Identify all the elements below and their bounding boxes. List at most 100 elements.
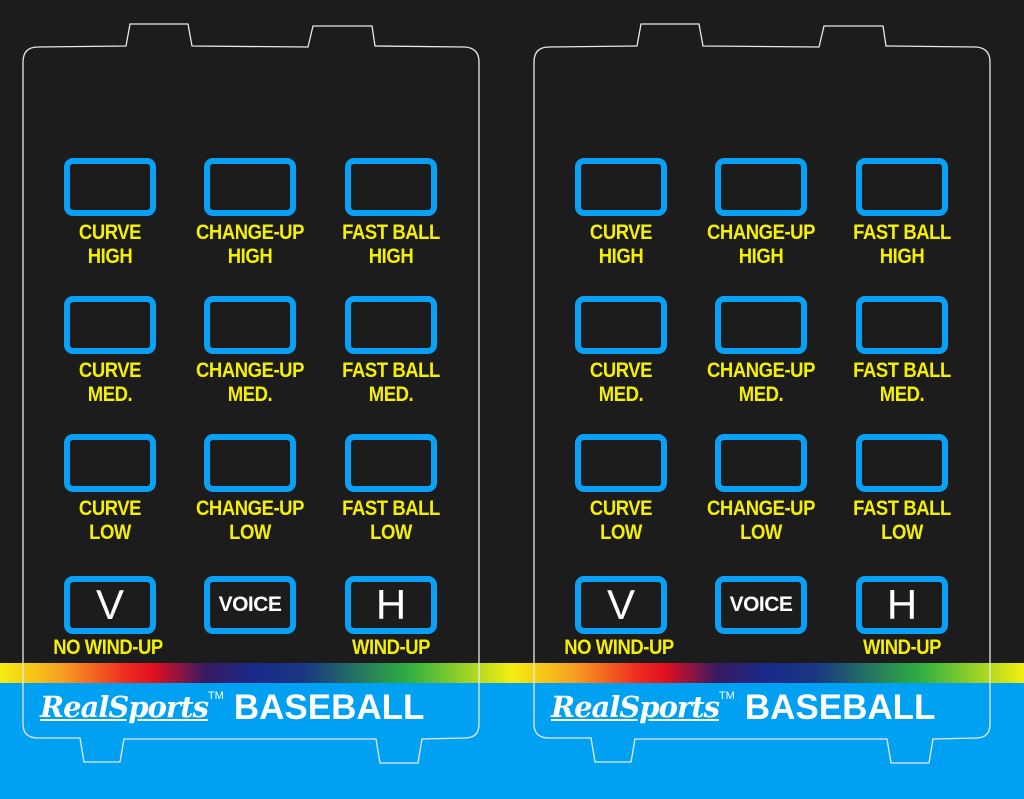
pitch-key[interactable] xyxy=(204,434,296,492)
pitch-key[interactable] xyxy=(575,434,667,492)
no-windup-label: NO WIND-UP xyxy=(564,636,674,659)
rainbow-stripe xyxy=(0,663,1024,683)
windup-label: WIND-UP xyxy=(351,636,431,659)
overlay-outline xyxy=(22,23,480,764)
label-line-2: HIGH xyxy=(738,245,784,268)
voice-key-label: VOICE xyxy=(218,593,282,616)
pitch-key[interactable] xyxy=(345,158,437,216)
windup-key[interactable]: H xyxy=(856,576,948,634)
game-logo: RealSportsTM BASEBALL xyxy=(551,686,936,727)
label-line-2: LOW xyxy=(370,521,412,544)
label-line-1: FAST BALL xyxy=(342,497,440,520)
windup-label: WIND-UP xyxy=(862,636,942,659)
game-title: BASEBALL xyxy=(744,688,936,727)
label-line-1: CURVE xyxy=(78,359,142,382)
h-key-label: H xyxy=(375,581,407,628)
game-logo: RealSportsTM BASEBALL xyxy=(40,686,425,727)
label-line-1: FAST BALL xyxy=(342,359,440,382)
trademark: TM xyxy=(207,690,224,702)
h-key-label: H xyxy=(886,581,918,628)
label-line-2: HIGH xyxy=(227,245,273,268)
no-windup-label: NO WIND-UP xyxy=(53,636,163,659)
label-line-1: FAST BALL xyxy=(342,221,440,244)
label-line-2: LOW xyxy=(881,521,923,544)
label-line-1: CHANGE-UP xyxy=(707,359,815,382)
label-line-1: CHANGE-UP xyxy=(707,221,815,244)
pitch-key[interactable] xyxy=(715,296,807,354)
label-line-2: LOW xyxy=(229,521,271,544)
windup-key[interactable]: H xyxy=(345,576,437,634)
label-line-2: MED. xyxy=(87,383,133,406)
pitch-key[interactable] xyxy=(64,434,156,492)
label-line-1: CHANGE-UP xyxy=(196,221,304,244)
voice-key-label: VOICE xyxy=(729,593,793,616)
brand-name: RealSports xyxy=(551,690,720,724)
brand-name: RealSports xyxy=(40,690,209,724)
label-line-2: HIGH xyxy=(368,245,414,268)
label-line-1: FAST BALL xyxy=(853,359,951,382)
pitch-key[interactable] xyxy=(345,296,437,354)
label-line-2: MED. xyxy=(738,383,784,406)
pitch-key[interactable] xyxy=(345,434,437,492)
label-line-2: MED. xyxy=(227,383,273,406)
label-line-2: LOW xyxy=(600,521,642,544)
v-key-label: V xyxy=(606,581,635,628)
pitch-key[interactable] xyxy=(575,296,667,354)
label-line-1: CURVE xyxy=(589,497,653,520)
label-line-1: CURVE xyxy=(589,221,653,244)
label-line-2: MED. xyxy=(879,383,925,406)
label-line-1: CHANGE-UP xyxy=(707,497,815,520)
pitch-key[interactable] xyxy=(204,296,296,354)
label-line-1: CURVE xyxy=(78,221,142,244)
overlay-outline xyxy=(533,23,991,764)
label-line-1: CHANGE-UP xyxy=(196,497,304,520)
voice-key[interactable]: VOICE xyxy=(715,576,807,634)
pitch-key[interactable] xyxy=(715,434,807,492)
voice-key[interactable]: VOICE xyxy=(204,576,296,634)
label-line-1: CURVE xyxy=(78,497,142,520)
game-title: BASEBALL xyxy=(233,688,425,727)
no-windup-key[interactable]: V xyxy=(64,576,156,634)
label-line-1: CURVE xyxy=(589,359,653,382)
label-line-2: LOW xyxy=(89,521,131,544)
label-line-2: HIGH xyxy=(879,245,925,268)
pitch-key[interactable] xyxy=(856,434,948,492)
v-key-label: V xyxy=(95,581,124,628)
trademark: TM xyxy=(718,690,735,702)
label-line-1: FAST BALL xyxy=(853,497,951,520)
label-line-1: CHANGE-UP xyxy=(196,359,304,382)
label-line-2: LOW xyxy=(740,521,782,544)
pitch-key[interactable] xyxy=(204,158,296,216)
pitch-key[interactable] xyxy=(856,296,948,354)
pitch-key[interactable] xyxy=(64,158,156,216)
pitch-key[interactable] xyxy=(856,158,948,216)
label-line-2: HIGH xyxy=(598,245,644,268)
label-line-2: MED. xyxy=(598,383,644,406)
label-line-1: FAST BALL xyxy=(853,221,951,244)
pitch-key[interactable] xyxy=(715,158,807,216)
label-line-2: HIGH xyxy=(87,245,133,268)
no-windup-key[interactable]: V xyxy=(575,576,667,634)
pitch-key[interactable] xyxy=(575,158,667,216)
pitch-key[interactable] xyxy=(64,296,156,354)
